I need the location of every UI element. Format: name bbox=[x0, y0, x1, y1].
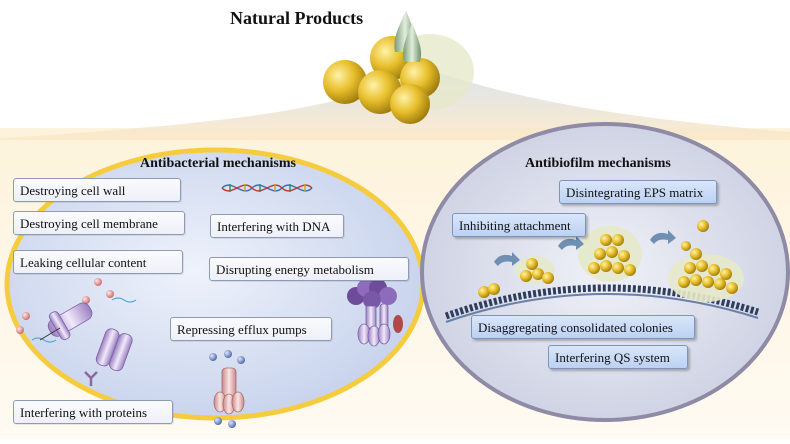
process-arrows bbox=[494, 230, 676, 266]
antibiofilm-title: Antibiofilm mechanisms bbox=[525, 156, 671, 171]
box-disaggregating-consolidated-colonies: Disaggregating consolidated colonies bbox=[471, 315, 695, 339]
protein-channel-icon bbox=[84, 328, 133, 386]
box-disrupting-energy-metabolism: Disrupting energy metabolism bbox=[209, 257, 409, 281]
box-interfering-with-proteins: Interfering with proteins bbox=[13, 400, 173, 424]
box-repressing-efflux-pumps: Repressing efflux pumps bbox=[170, 317, 332, 341]
box-interfering-qs-system: Interfering QS system bbox=[548, 345, 688, 369]
page-title: Natural Products bbox=[230, 8, 364, 28]
antibacterial-title: Antibacterial mechanisms bbox=[140, 156, 296, 171]
atp-synthase-icon bbox=[347, 279, 403, 347]
efflux-pump-icon bbox=[209, 350, 245, 428]
box-inhibiting-attachment: Inhibiting attachment bbox=[452, 213, 586, 237]
dna-helix-icon bbox=[221, 184, 313, 192]
box-destroying-cell-membrane: Destroying cell membrane bbox=[13, 211, 185, 235]
membrane-channel-icon bbox=[16, 278, 137, 343]
box-leaking-cellular-content: Leaking cellular content bbox=[13, 250, 183, 274]
box-destroying-cell-wall: Destroying cell wall bbox=[13, 178, 181, 202]
natural-product-cluster bbox=[323, 10, 474, 124]
box-disintegrating-eps-matrix: Disintegrating EPS matrix bbox=[559, 180, 717, 204]
box-interfering-with-dna: Interfering with DNA bbox=[210, 214, 344, 238]
